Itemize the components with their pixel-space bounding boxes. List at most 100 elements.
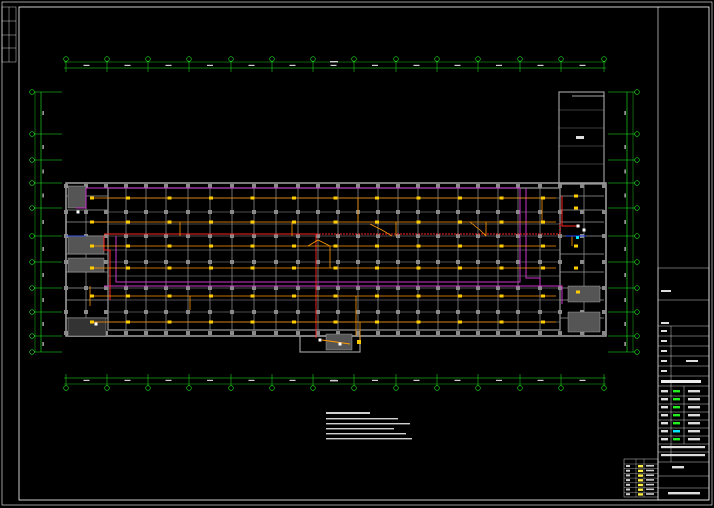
light-fixture [209, 220, 213, 224]
dimension-mark [624, 220, 626, 224]
column [186, 210, 190, 214]
axis-bubble [29, 233, 35, 239]
light-fixtures [76, 194, 586, 346]
light-fixture [375, 266, 379, 270]
column [64, 310, 68, 314]
route-secondary [525, 188, 563, 304]
title-mark [661, 380, 701, 383]
column [336, 310, 340, 314]
axis-bubble [634, 89, 640, 95]
left-stamp-block [1, 6, 17, 63]
column [186, 260, 190, 264]
column [64, 260, 68, 264]
light-fixture [375, 294, 379, 298]
column [144, 234, 148, 238]
legend-color-swatch [638, 474, 643, 477]
column [124, 286, 128, 290]
legend-color-swatch [638, 488, 643, 491]
column [124, 310, 128, 314]
title-mark [661, 430, 668, 433]
column [436, 310, 440, 314]
axis-bubble [228, 385, 234, 391]
column [496, 260, 500, 264]
column [456, 234, 460, 238]
axis-bubble [145, 56, 151, 62]
structural-columns [64, 184, 606, 335]
dimension-mark [165, 379, 172, 381]
dimension-mark [624, 322, 626, 326]
column [496, 286, 500, 290]
dimension-mark [42, 273, 44, 277]
dimension-mark [454, 64, 461, 66]
light-fixture [167, 266, 172, 270]
column [230, 210, 234, 214]
column [476, 331, 480, 335]
light-fixture [499, 294, 504, 298]
axis-bubble [29, 349, 35, 355]
title-mark [661, 422, 668, 425]
light-fixture [458, 220, 462, 224]
light-fixture [375, 244, 379, 248]
column [296, 260, 300, 264]
axis-bubble [634, 349, 640, 355]
light-fixture [292, 220, 296, 224]
legend-color-swatch [638, 493, 643, 496]
title-mark [673, 414, 680, 417]
left-dimension-line [34, 92, 42, 352]
title-mark [661, 414, 668, 417]
light-fixture [250, 196, 255, 200]
route-red [561, 196, 580, 227]
column [396, 260, 400, 264]
legend-text-mark [646, 483, 654, 486]
column [516, 210, 520, 214]
dimension-mark [624, 193, 626, 198]
column [186, 331, 190, 335]
light-fixture [292, 196, 296, 200]
column [316, 184, 320, 188]
column [456, 210, 460, 214]
column [336, 234, 340, 238]
title-mark [673, 422, 680, 425]
column [602, 210, 606, 214]
axis-bubble [475, 56, 481, 62]
column [376, 286, 380, 290]
device-symbol [576, 224, 580, 228]
top-dimension-texts [83, 61, 586, 382]
dimension-mark [624, 273, 626, 277]
dimension-mark [624, 169, 626, 174]
column [476, 210, 480, 214]
column [230, 184, 234, 188]
axis-bubble [29, 285, 35, 291]
axis-bubble [601, 56, 607, 62]
light-fixture [499, 320, 504, 324]
column [124, 210, 128, 214]
column [84, 286, 88, 290]
title-mark [661, 454, 705, 457]
dimension-mark [42, 298, 44, 302]
column [252, 234, 256, 238]
axis-bubble [634, 180, 640, 186]
column [208, 310, 212, 314]
dimension-mark [413, 64, 420, 66]
light-fixture [250, 320, 255, 324]
title-mark [661, 290, 671, 292]
axis-bubble [269, 385, 275, 391]
dimension-mark [579, 379, 586, 381]
light-fixture [499, 196, 504, 200]
left-axis-bubbles [29, 89, 62, 355]
column [252, 310, 256, 314]
column [396, 210, 400, 214]
title-mark [661, 322, 669, 324]
dimension-mark [42, 111, 44, 115]
column [186, 286, 190, 290]
axis-bubble [434, 56, 440, 62]
column [538, 234, 542, 238]
column [230, 331, 234, 335]
light-fixture [126, 320, 130, 324]
legend-text-mark [646, 465, 654, 467]
column [104, 184, 108, 188]
axis-bubble [29, 309, 35, 315]
column [274, 260, 278, 264]
light-fixture [574, 244, 578, 248]
